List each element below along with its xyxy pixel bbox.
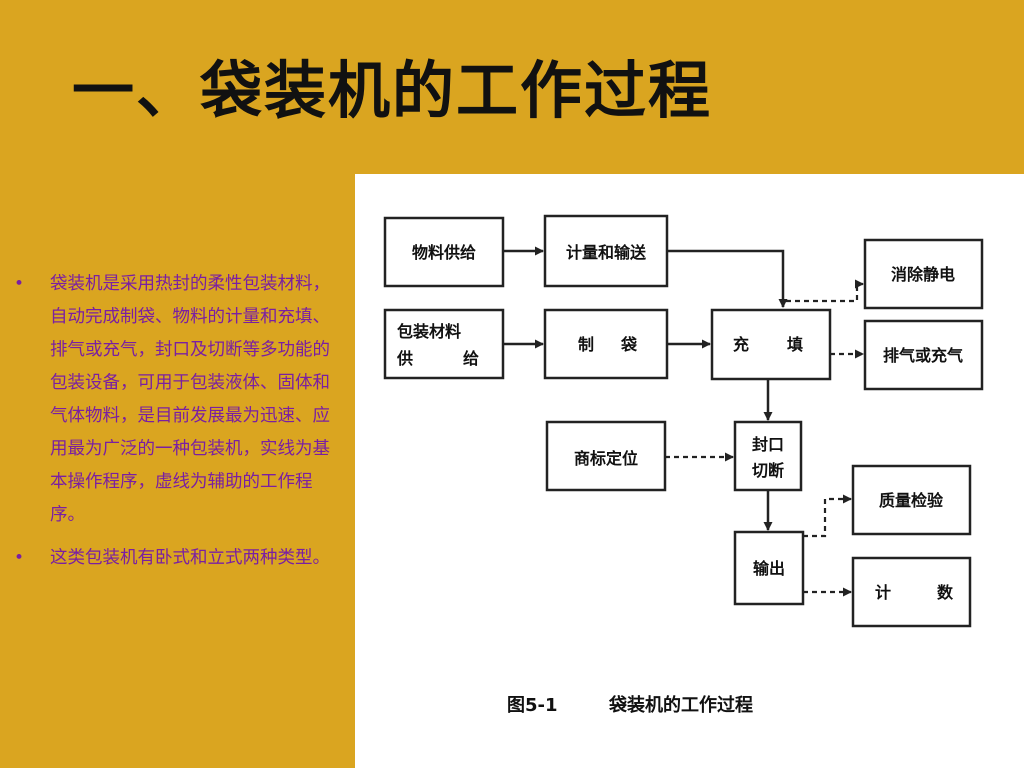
edge-output-to-quality [803,494,852,538]
node-label: 输出 [753,559,785,578]
bullet-list: • 袋装机是采用热封的柔性包装材料，自动完成制袋、物料的计量和充填、排气或充气，… [14,268,344,585]
node-label: 计 [875,583,891,602]
node-label: 给 [463,349,479,368]
node-packaging-material: 包装材料 供 给 [383,308,505,380]
node-trademark: 商标定位 [545,420,667,492]
node-label: 袋 [620,335,638,354]
bullet-dot-icon: • [14,548,25,568]
node-label: 包装材料 [397,322,461,341]
node-label: 制 [578,335,594,354]
node-filling: 充 填 [710,308,832,381]
node-label: 切断 [752,461,784,480]
node-label: 充 [733,335,749,354]
node-static-removal: 消除静电 [863,238,984,310]
node-exhaust-inflate: 排气或充气 [863,319,984,391]
bullet-item: • 这类包装机有卧式和立式两种类型。 [14,542,344,575]
bullet-text: 这类包装机有卧式和立式两种类型。 [50,548,330,568]
node-output: 输出 [733,530,805,606]
figure-caption-title: 袋装机的工作过程 [608,694,753,716]
bullet-dot-icon: • [14,274,25,294]
node-label: 供 [396,349,413,368]
process-flow-diagram: 物料供给 计量和输送 包装材料 供 给 制 袋 充 填 商标定位 封口 [383,214,984,716]
edge-metering-to-filling [667,249,788,308]
slide-title: 一、袋装机的工作过程 [72,54,713,127]
node-label: 消除静电 [891,265,955,284]
node-label: 填 [787,335,803,354]
node-label: 排气或充气 [883,346,963,365]
node-bag-making: 制 袋 [543,308,669,380]
bullet-text: 袋装机是采用热封的柔性包装材料，自动完成制袋、物料的计量和充填、排气或充气，封口… [50,274,330,525]
node-metering: 计量和输送 [543,214,669,288]
node-quality-check: 质量检验 [851,464,972,536]
edge-filling-to-static [781,279,864,307]
bullet-item: • 袋装机是采用热封的柔性包装材料，自动完成制袋、物料的计量和充填、排气或充气，… [14,268,344,532]
node-count: 计 数 [851,556,972,628]
node-material-supply: 物料供给 [383,216,505,288]
node-label: 数 [937,583,954,602]
figure-panel: 物料供给 计量和输送 包装材料 供 给 制 袋 充 填 商标定位 封口 [355,174,1024,768]
figure-caption-number: 图5-1 [507,695,558,716]
node-label: 商标定位 [574,449,638,468]
node-label: 计量和输送 [566,243,647,262]
node-label: 封口 [752,435,784,454]
node-label: 物料供给 [412,243,476,262]
node-seal-cut: 封口 切断 [733,420,803,492]
node-label: 质量检验 [879,491,944,510]
